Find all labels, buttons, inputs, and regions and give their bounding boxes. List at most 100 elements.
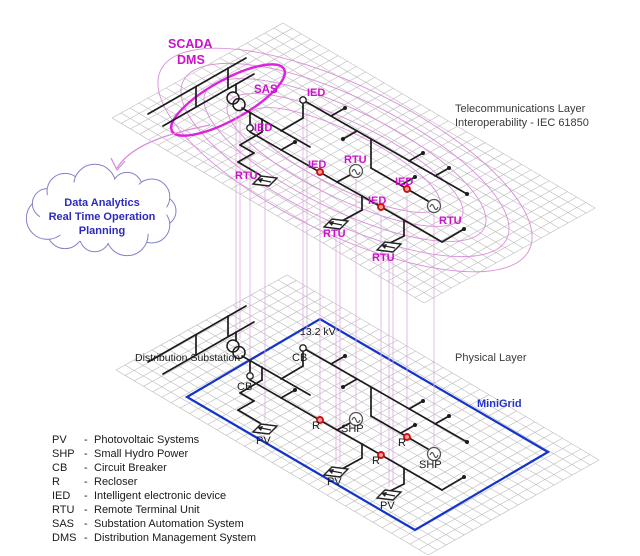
mesh-line xyxy=(133,359,447,546)
rtu-2-label: RTU xyxy=(344,154,367,166)
transformer-icon xyxy=(232,345,246,360)
feeder-line xyxy=(342,130,358,140)
recloser-icon xyxy=(316,416,324,424)
minigrid-border xyxy=(184,317,551,532)
mesh-line xyxy=(326,399,499,496)
interoperability-arc xyxy=(226,93,464,227)
mesh-line xyxy=(160,344,474,531)
feeder-line xyxy=(147,57,247,115)
feeder-line xyxy=(400,424,416,434)
mesh-line xyxy=(418,454,591,550)
mesh-line xyxy=(262,361,435,458)
mesh-line xyxy=(223,309,537,496)
legend-separator: - xyxy=(84,476,88,488)
feeder-line xyxy=(239,144,255,154)
scada-highlight-ellipse xyxy=(169,63,287,137)
mesh-line xyxy=(258,109,431,206)
mesh-line xyxy=(363,421,536,518)
inverter-arrow xyxy=(331,470,343,474)
mesh-line xyxy=(219,57,533,244)
mesh-line xyxy=(253,356,425,452)
feeder-line xyxy=(330,355,346,365)
feeder-line xyxy=(280,389,296,399)
feeder-line xyxy=(280,117,304,132)
sas-label: SAS xyxy=(254,84,278,96)
legend-row-shp: SHP-Small Hydro Power xyxy=(52,447,256,461)
rtu-3-physical-label: PV xyxy=(327,476,342,488)
line-end-dot xyxy=(421,399,425,403)
legend-abbr: PV xyxy=(52,434,67,446)
line-end-dot xyxy=(421,151,425,155)
mesh-line xyxy=(231,93,403,189)
mesh-line xyxy=(161,301,334,398)
mesh-line xyxy=(336,405,508,501)
ied-1-label: IED xyxy=(307,87,325,99)
layer-connector-lines xyxy=(235,108,435,487)
ied-5-physical-label: R xyxy=(372,455,380,467)
mesh-line xyxy=(299,383,471,480)
arrow-head xyxy=(110,157,126,172)
mesh-line xyxy=(387,185,559,282)
mesh-line xyxy=(139,39,311,135)
feeder-line xyxy=(147,305,247,363)
inverter-arrow xyxy=(260,179,272,183)
recloser-icon xyxy=(403,433,411,441)
mesh-line xyxy=(201,67,515,254)
inverter-arrowhead xyxy=(328,221,334,226)
line-end-dot xyxy=(462,475,466,479)
feeder-line xyxy=(389,235,405,244)
mesh-line xyxy=(203,77,375,173)
mesh-line xyxy=(317,394,490,490)
legend-abbr: RTU xyxy=(52,504,75,516)
feeder-line xyxy=(361,443,431,484)
recloser-icon xyxy=(377,203,385,211)
interoperability-arcs xyxy=(157,47,533,273)
mesh-line xyxy=(147,97,461,284)
mesh-line xyxy=(166,55,339,151)
feeder-line xyxy=(237,400,255,411)
feeder-line xyxy=(389,483,405,492)
mesh-line xyxy=(207,329,379,425)
mesh-line xyxy=(156,92,470,279)
mesh-line xyxy=(259,289,573,476)
legend-desc: Small Hydro Power xyxy=(94,448,189,460)
legend-row-ied: IED-Intelligent electronic device xyxy=(52,489,256,503)
mesh-line xyxy=(409,448,581,545)
inverter-arrow xyxy=(260,427,272,431)
feeder-line xyxy=(429,234,443,243)
ied-3-label: IED xyxy=(308,159,326,171)
mesh-line xyxy=(180,312,352,409)
inverter-arrowhead xyxy=(257,426,263,431)
legend-row-cb: CB-Circuit Breaker xyxy=(52,461,256,475)
interoperability-arc xyxy=(180,62,510,258)
legend-desc: Intelligent electronic device xyxy=(94,490,227,502)
mesh-line xyxy=(185,66,357,162)
cloud-text-line3: Planning xyxy=(79,225,125,237)
mesh-line xyxy=(169,339,483,526)
rtu-4-label: RTU xyxy=(439,215,462,227)
mesh-line xyxy=(332,153,504,249)
legend-abbr: CB xyxy=(52,462,68,474)
mesh-line xyxy=(187,329,501,516)
arrow-to-cloud xyxy=(110,124,211,172)
mesh-line xyxy=(273,27,587,214)
inverter-arrow xyxy=(384,245,396,249)
mesh-line xyxy=(423,207,596,304)
legend-abbr: SAS xyxy=(52,518,75,530)
transformer-icon xyxy=(232,97,246,112)
line-end-dot xyxy=(343,106,347,110)
mesh-line xyxy=(189,318,361,414)
rtu-5-physical-label: PV xyxy=(380,500,395,512)
mesh-line xyxy=(151,349,465,536)
feeder-line xyxy=(336,422,351,431)
legend-separator: - xyxy=(84,434,88,446)
distribution-substation-label: Distribution Substation xyxy=(135,352,240,364)
mesh-line xyxy=(111,117,425,304)
line-end-dot xyxy=(465,192,469,196)
mesh-line xyxy=(414,202,587,298)
breaker-icon xyxy=(299,96,307,104)
recloser-icon xyxy=(403,185,411,193)
mesh-line xyxy=(281,372,453,469)
feeder-line xyxy=(336,174,351,183)
